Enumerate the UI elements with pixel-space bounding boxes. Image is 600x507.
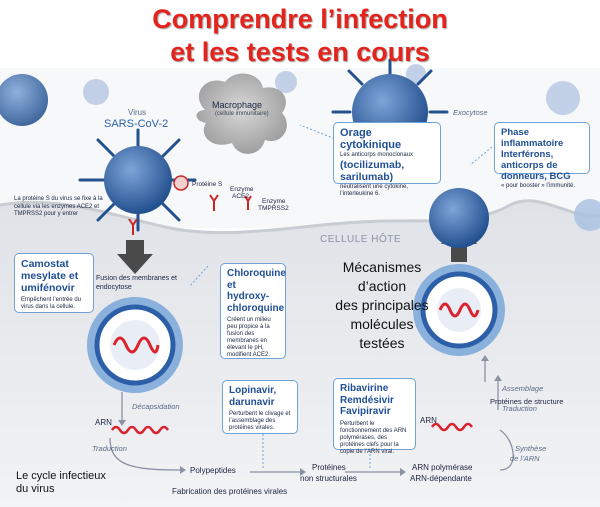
box-orage-cytokinique: Orage cytokinique Les anticorps monoclon… xyxy=(333,122,441,197)
proteines-non-structurales-1: Protéines xyxy=(312,463,346,472)
proteines-non-structurales-2: non structurales xyxy=(300,474,357,483)
virus-sars-cov-2 xyxy=(78,128,197,232)
camostat-text: Empêchent l’entrée du virus dans la cell… xyxy=(21,297,82,310)
traduction-left-label: Traduction xyxy=(92,444,127,453)
box-chloroquine: Chloroquine et hydroxy-chloroquine Créen… xyxy=(220,263,286,359)
arn-polymerase-1: ARN polymérase xyxy=(412,463,473,472)
assemblage-label: Assemblage xyxy=(502,384,544,393)
phase-drug: Interférons, anticorps de donneurs, BCG xyxy=(501,149,571,182)
entry-arrow xyxy=(117,240,153,274)
virion-assembly xyxy=(413,264,505,356)
mecanismes-line-2: d’action xyxy=(357,278,407,294)
page-title-line-2: et les tests en cours xyxy=(170,37,430,67)
enzyme-ace2-label-2: ACE2 xyxy=(232,193,249,200)
camostat-title: Camostat mesylate et umifénovir xyxy=(21,258,79,294)
macrophage-label: Macrophage xyxy=(212,100,263,110)
mecanismes-line-4: molécules xyxy=(350,316,414,332)
arn-polymerase-2: ARN-dépendante xyxy=(410,474,472,483)
lopinavir-text: Perturbent le clivage et l’assemblage de… xyxy=(229,411,291,431)
enzyme-tmprss2-label-2: TMPRSS2 xyxy=(258,205,289,212)
page-title-line-1: Comprendre l’infection xyxy=(152,4,448,34)
orage-line1: Les anticorps monoclonaux xyxy=(340,152,414,158)
orage-drug: (tocilizumab, sarilumab) xyxy=(340,159,405,183)
polypeptides-label: Polypeptides xyxy=(190,466,236,475)
macrophage xyxy=(196,73,287,154)
mecanismes-heading: Mécanismes d’action des principales molé… xyxy=(307,258,457,353)
cycle-line-1: Le cycle infectieux xyxy=(16,470,106,482)
cycle-line-2: du virus xyxy=(16,483,55,495)
cellule-hote-label: CELLULE HÔTE xyxy=(320,234,402,245)
arn-strand-right xyxy=(430,422,474,432)
traduction-right-label: Traduction xyxy=(502,404,537,413)
virus-name-label: SARS-CoV-2 xyxy=(104,118,169,130)
mecanismes-line-1: Mécanismes xyxy=(342,259,422,275)
endosome-left xyxy=(87,297,183,393)
fusion-label: Fusion des membranes et endocytose xyxy=(96,275,177,291)
chloroquine-title: Chloroquine et hydroxy-chloroquine xyxy=(227,268,286,314)
phase-title: Phase inflammatoire xyxy=(501,127,564,149)
arn-right-label: ARN xyxy=(420,416,437,425)
enzyme-ace2-label-1: Enzyme xyxy=(230,186,254,193)
cycle-infectieux-label: Le cycle infectieux du virus xyxy=(16,470,106,496)
virus-label: Virus xyxy=(128,108,147,117)
synthese-label-1: Synthèse xyxy=(515,444,547,453)
macrophage-sublabel: (cellule immunitaire) xyxy=(215,111,269,117)
decapsidation-label: Décapsidation xyxy=(132,402,180,411)
phase-text: « pour booster » l’immunité. xyxy=(501,183,576,189)
arn-strand-left xyxy=(110,425,170,435)
box-phase-inflammatoire: Phase inflammatoire Interférons, anticor… xyxy=(494,122,590,189)
spike-protein-icons xyxy=(128,175,252,235)
fabrication-label: Fabrication des protéines virales xyxy=(172,487,288,496)
proteines-structure-label: Protéines de structure xyxy=(490,397,564,406)
arn-left-label: ARN xyxy=(95,418,112,427)
orage-title: Orage cytokinique xyxy=(340,127,402,151)
mecanismes-line-5: testées xyxy=(359,335,405,351)
synthese-label-2: de l’ARN xyxy=(510,454,540,463)
orage-text: neutralisent une cytokine, l’interleukin… xyxy=(340,184,409,197)
ribavirine-title: Ribavirine Remdésivir Favipiravir xyxy=(340,383,394,417)
chloroquine-text: Créent un milieu peu propice à la fusion… xyxy=(227,317,271,358)
exocytose-label: Exocytose xyxy=(453,108,488,117)
proteine-s-label: Protéine S xyxy=(192,181,223,188)
box-lopinavir: Lopinavir, darunavir Perturbent le cliva… xyxy=(222,380,298,434)
lopinavir-title: Lopinavir, darunavir xyxy=(229,385,277,408)
proteine-s-note: La protéine S du virus se fixe à la cell… xyxy=(14,196,103,217)
box-camostat: Camostat mesylate et umifénovir Empêchen… xyxy=(14,253,94,313)
enzyme-tmprss2-label-1: Enzyme xyxy=(262,198,286,205)
mecanismes-line-3: des principales xyxy=(335,297,429,313)
virus-budding xyxy=(429,188,489,248)
box-ribavirine: Ribavirine Remdésivir Favipiravir Pertur… xyxy=(333,378,416,455)
ribavirine-text: Perturbent le fonctionnement des ARN pol… xyxy=(340,420,407,455)
